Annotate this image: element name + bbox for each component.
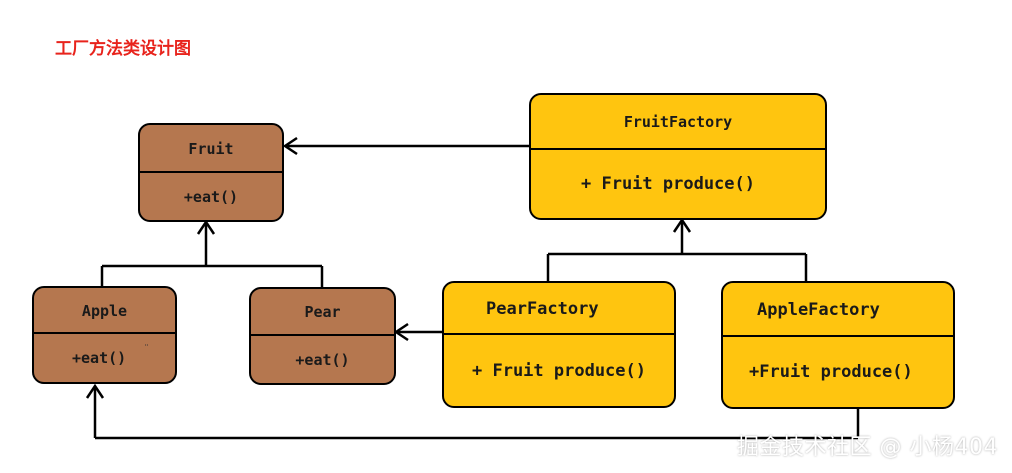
pearfactory-class-box: PearFactory + Fruit produce() bbox=[442, 281, 676, 408]
apple-method: +eat() bbox=[72, 349, 127, 367]
apple-stray-mark: ¨ bbox=[144, 344, 149, 355]
fruitfactory-class-box: FruitFactory + Fruit produce() bbox=[529, 93, 827, 220]
pear-method: +eat() bbox=[295, 350, 350, 369]
arrowhead-pear bbox=[393, 322, 409, 342]
fruitfactory-class-name: FruitFactory bbox=[623, 113, 733, 131]
watermark-text: 掘金技术社区 @ 小杨404 bbox=[737, 435, 998, 460]
applefactory-divider bbox=[723, 335, 953, 337]
pear-class-box: Pear +eat() bbox=[249, 287, 396, 385]
applefactory-method: +Fruit produce() bbox=[749, 362, 913, 382]
applefactory-class-box: AppleFactory +Fruit produce() bbox=[721, 281, 955, 409]
arrowhead-inherit-fruit bbox=[196, 219, 216, 235]
arrowhead-inherit-fruitfactory bbox=[672, 217, 692, 233]
pearfactory-class-name: PearFactory bbox=[486, 298, 599, 319]
pear-divider bbox=[251, 334, 394, 336]
pearfactory-divider bbox=[444, 333, 674, 335]
pearfactory-method: + Fruit produce() bbox=[472, 360, 646, 381]
applefactory-class-name: AppleFactory bbox=[757, 299, 880, 320]
fruit-method: +eat() bbox=[183, 187, 239, 206]
apple-divider bbox=[34, 332, 175, 334]
fruitfactory-method: + Fruit produce() bbox=[581, 174, 755, 194]
apple-class-box: Apple +eat() ¨ bbox=[32, 286, 177, 384]
fruitfactory-divider bbox=[531, 148, 825, 150]
diagram-title: 工厂方法类设计图 bbox=[55, 39, 191, 59]
arrowhead-fruit bbox=[282, 136, 298, 156]
arrowhead-apple bbox=[85, 383, 105, 399]
fruit-class-box: Fruit +eat() bbox=[138, 123, 284, 222]
pear-class-name: Pear bbox=[304, 303, 341, 321]
apple-class-name: Apple bbox=[81, 301, 128, 320]
fruit-class-name: Fruit bbox=[188, 139, 234, 158]
fruit-divider bbox=[140, 171, 282, 173]
